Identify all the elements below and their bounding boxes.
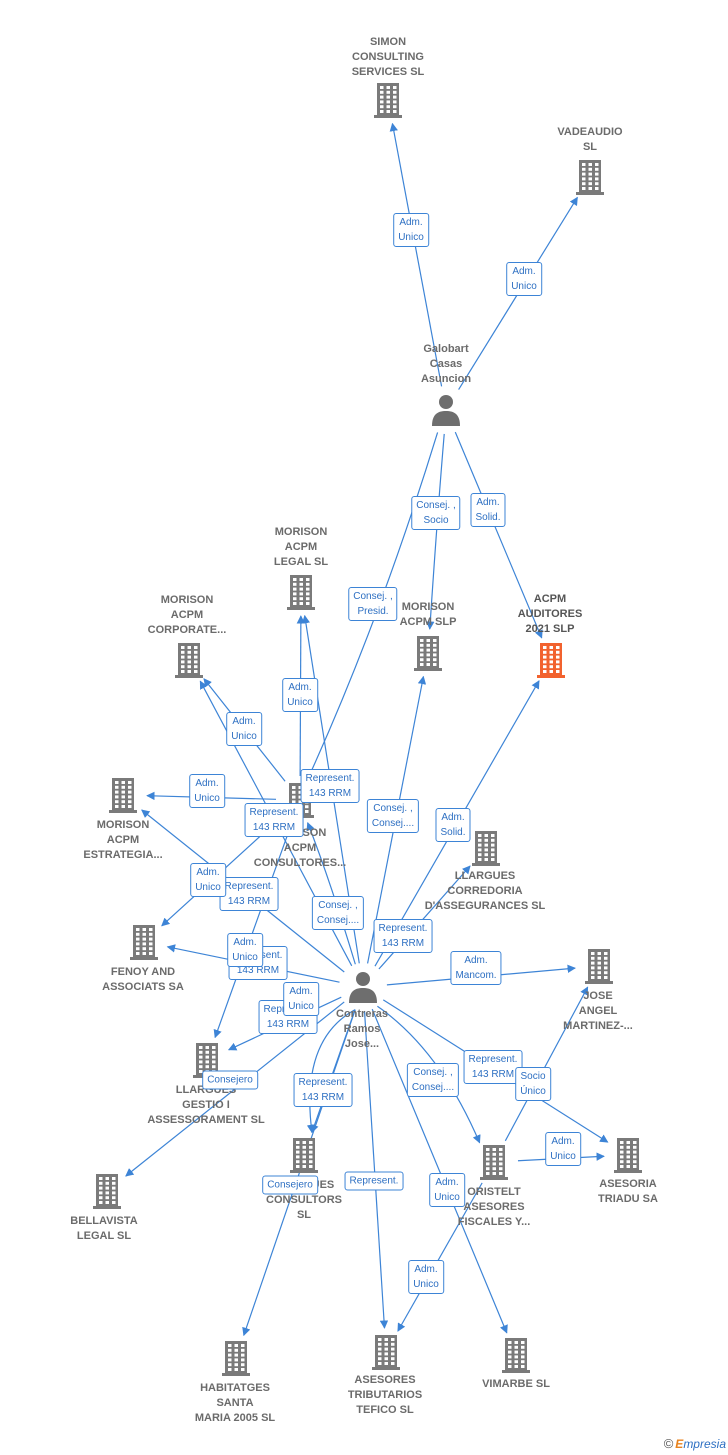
edge-galobart-to-acpm2021	[454, 431, 543, 639]
node-label-simon[interactable]: SIMON CONSULTING SERVICES SL	[351, 36, 425, 78]
edge-label-e7[interactable]: Adm. Unico	[226, 712, 262, 746]
building-icon-tefico[interactable]	[366, 1332, 406, 1372]
edge-label-e29[interactable]: Represent.	[344, 1171, 404, 1191]
building-icon-triadu[interactable]	[608, 1135, 648, 1175]
edge-label-e21[interactable]: Adm. Unico	[283, 982, 319, 1016]
edge-label-e12[interactable]: Adm. Solid.	[435, 808, 471, 842]
edge-label-e27[interactable]: Adm. Unico	[545, 1132, 581, 1166]
edge-label-e5[interactable]: Consej. , Presid.	[348, 587, 398, 621]
node-label-slp[interactable]: MORISON ACPM SLP	[399, 601, 457, 628]
copyright-symbol: ©	[663, 1436, 674, 1451]
edge-consultores-to-gestio	[213, 822, 293, 1039]
node-label-oristelt[interactable]: ORISTELT ASESORES FISCALES Y...	[457, 1186, 531, 1228]
edge-contreras-to-tefico	[363, 1010, 389, 1329]
person-icon-contreras[interactable]	[343, 967, 383, 1007]
node-label-corporate[interactable]: MORISON ACPM CORPORATE...	[147, 594, 227, 636]
node-label-tefico[interactable]: ASESORES TRIBUTARIOS TEFICO SL	[347, 1374, 423, 1416]
edge-label-e1[interactable]: Adm. Unico	[393, 213, 429, 247]
building-icon-legal[interactable]	[281, 572, 321, 612]
building-icon-fenoy[interactable]	[124, 922, 164, 962]
edge-label-e30[interactable]: Adm. Unico	[429, 1173, 465, 1207]
edge-label-e23[interactable]: Represent. 143 RRM	[463, 1050, 523, 1084]
brand-initial: E	[675, 1437, 684, 1451]
building-icon-vadeaudio[interactable]	[570, 157, 610, 197]
node-label-galobart[interactable]: Galobart Casas Asuncion	[420, 343, 472, 385]
node-label-habitatges[interactable]: HABITATGES SANTA MARIA 2005 SL	[194, 1382, 276, 1424]
building-icon-estrategia[interactable]	[103, 775, 143, 815]
node-label-acpm2021[interactable]: ACPM AUDITORES 2021 SLP	[517, 593, 583, 635]
edge-galobart-to-simon	[389, 122, 443, 387]
edge-label-e15[interactable]: Consej. , Consej....	[311, 896, 365, 930]
edge-label-e26[interactable]: Represent. 143 RRM	[293, 1073, 353, 1107]
building-icon-habitatges[interactable]	[216, 1338, 256, 1378]
building-icon-consultors[interactable]	[284, 1135, 324, 1175]
edge-label-e14[interactable]: Adm. Unico	[190, 863, 226, 897]
edge-label-e25[interactable]: Socio Único	[515, 1067, 551, 1101]
edge-label-e2[interactable]: Adm. Unico	[506, 262, 542, 296]
edge-label-e24[interactable]: Consej. , Consej....	[406, 1063, 460, 1097]
edge-contreras-to-consultors	[306, 1009, 356, 1134]
edge-contreras-to-oristelt	[377, 1005, 481, 1144]
node-label-estrategia[interactable]: MORISON ACPM ESTRATEGIA...	[83, 819, 163, 861]
edge-label-e19[interactable]: Adm. Mancom.	[450, 951, 502, 985]
node-label-vadeaudio[interactable]: VADEAUDIO SL	[557, 126, 623, 153]
building-icon-slp[interactable]	[408, 633, 448, 673]
person-icon-galobart[interactable]	[426, 390, 466, 430]
building-icon-acpm2021[interactable]	[531, 640, 571, 680]
edge-label-e31[interactable]: Adm. Unico	[408, 1260, 444, 1294]
node-label-vimarbe[interactable]: VIMARBE SL	[482, 1378, 550, 1390]
edge-label-e28[interactable]: Consejero	[262, 1175, 318, 1195]
building-icon-corporate[interactable]	[169, 640, 209, 680]
edge-label-e4[interactable]: Adm. Solid.	[470, 493, 506, 527]
edge-oristelt-to-jose	[504, 986, 589, 1142]
edge-label-e9[interactable]: Represent. 143 RRM	[300, 769, 360, 803]
node-label-contreras[interactable]: Contreras Ramos Jose...	[336, 1008, 388, 1050]
edge-contreras-to-consultores	[306, 821, 356, 965]
edge-label-e13[interactable]: Represent. 143 RRM	[219, 877, 279, 911]
building-icon-vimarbe[interactable]	[496, 1335, 536, 1375]
edge-label-e22[interactable]: Consejero	[202, 1070, 258, 1090]
building-icon-corredoria[interactable]	[466, 828, 506, 868]
edge-label-e11[interactable]: Consej. , Consej....	[366, 799, 420, 833]
node-label-legal[interactable]: MORISON ACPM LEGAL SL	[273, 526, 329, 568]
edge-contreras-to-vimarbe	[371, 1008, 508, 1334]
edge-label-e16[interactable]: Represent. 143 RRM	[373, 919, 433, 953]
node-label-fenoy[interactable]: FENOY AND ASSOCIATS SA	[102, 966, 184, 993]
building-icon-simon[interactable]	[368, 80, 408, 120]
node-label-bellavista[interactable]: BELLAVISTA LEGAL SL	[70, 1215, 138, 1242]
brand-name: mpresia	[683, 1437, 726, 1451]
edge-label-e3[interactable]: Consej. , Socio	[411, 496, 461, 530]
edge-label-e10[interactable]: Represent. 143 RRM	[244, 803, 304, 837]
node-label-jose[interactable]: JOSE ANGEL MARTINEZ-...	[563, 990, 633, 1032]
edge-oristelt-to-tefico	[397, 1182, 483, 1332]
node-label-triadu[interactable]: ASESORIA TRIADU SA	[598, 1178, 658, 1205]
edge-label-e8[interactable]: Adm. Unico	[189, 774, 225, 808]
node-label-gestio[interactable]: LLARGUES GESTIO I ASSESSORAMENT SL	[147, 1084, 265, 1126]
edge-label-e6[interactable]: Adm. Unico	[282, 678, 318, 712]
building-icon-oristelt[interactable]	[474, 1142, 514, 1182]
building-icon-bellavista[interactable]	[87, 1171, 127, 1211]
footer-brand: ©Empresia	[664, 1436, 726, 1451]
node-label-corredoria[interactable]: LLARGUES CORREDORIA D'ASSEGURANCES SL	[424, 870, 546, 912]
building-icon-jose[interactable]	[579, 946, 619, 986]
edge-label-e18[interactable]: Adm. Unico	[227, 933, 263, 967]
